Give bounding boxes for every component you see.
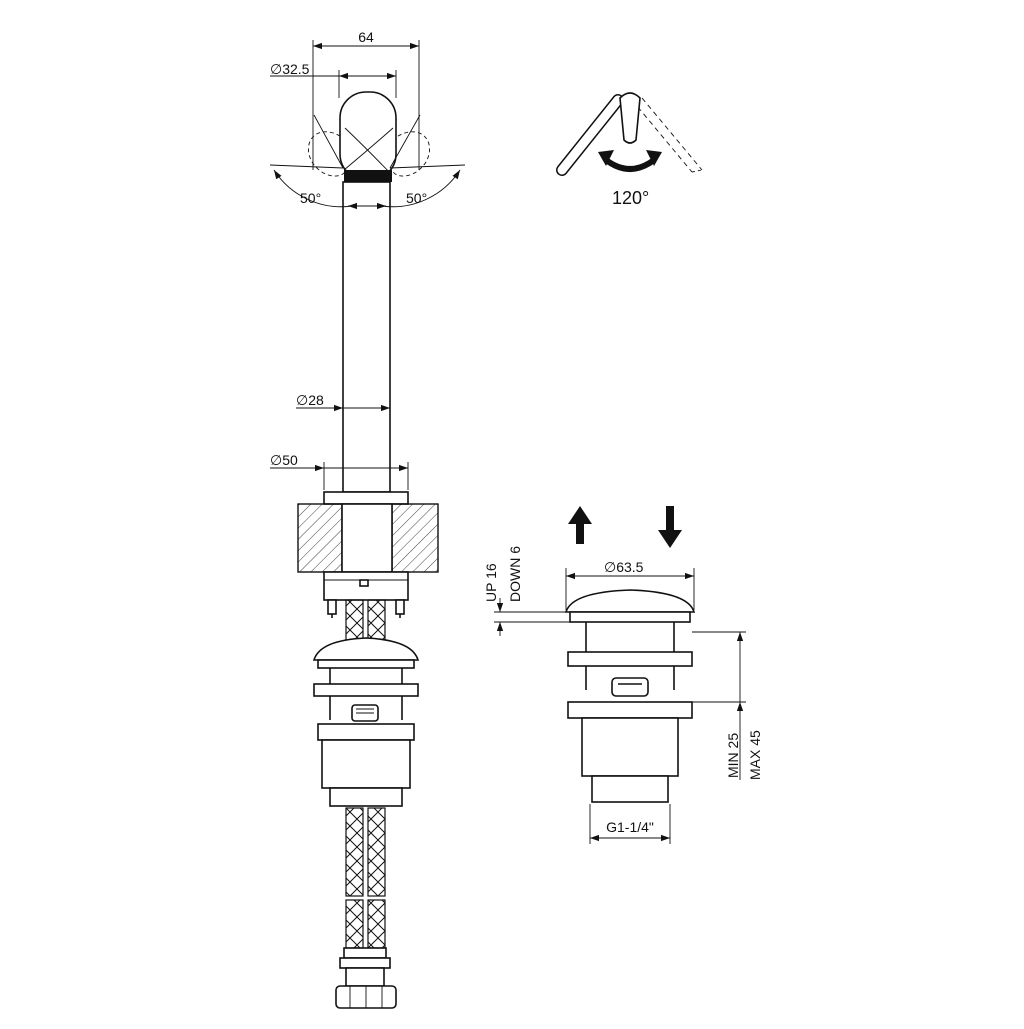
handle-knurl xyxy=(344,170,392,182)
tap-shank xyxy=(341,503,393,573)
up-arrow-icon xyxy=(568,506,592,544)
dim-thread: G1-1/4" xyxy=(606,819,654,835)
tap-body-tube xyxy=(342,181,391,493)
dim-cap-diameter: ∅63.5 xyxy=(604,559,644,575)
dim-angle-left: 50° xyxy=(300,190,321,206)
dim-travel-up: UP 16 xyxy=(483,563,499,602)
handle-cross-line-2 xyxy=(343,127,394,171)
dim-base-diameter: ∅50 xyxy=(270,452,298,468)
dim-spout-diameter: ∅28 xyxy=(296,392,324,408)
waste-thread xyxy=(591,775,669,803)
waste-overflow-slot xyxy=(611,677,649,697)
handle-ghost-right xyxy=(391,131,431,177)
lever-handle-top xyxy=(619,92,641,144)
waste-dimensions: ∅63.5 UP 16 DOWN 6 MIN 25 MAX 45 G1-1/4" xyxy=(483,546,763,844)
dim-angle-right: 50° xyxy=(406,190,427,206)
lever-position-right xyxy=(631,99,693,173)
dim-width-total: 64 xyxy=(358,29,374,45)
dim-travel-down: DOWN 6 xyxy=(507,546,523,602)
tap-waste-cap xyxy=(312,637,420,661)
hose-lower-left xyxy=(345,807,364,897)
countertop-right xyxy=(391,503,439,573)
hose-upper-right xyxy=(367,599,386,641)
dim-max-thickness: MAX 45 xyxy=(747,730,763,780)
hose-lower-right xyxy=(367,807,386,897)
dim-handle-diameter: ∅32.5 xyxy=(270,61,310,77)
tap-dimensions: 64 ∅32.5 50° 50° ∅28 ∅50 xyxy=(269,29,466,490)
lever-rotation-diagram: 120° xyxy=(556,92,703,208)
hose-upper-left xyxy=(345,599,364,641)
waste-body xyxy=(581,717,679,777)
handle-ghost-left xyxy=(307,131,347,177)
tap-base-flange xyxy=(323,491,409,505)
dim-min-thickness: MIN 25 xyxy=(725,733,741,778)
waste-assembly xyxy=(564,506,696,803)
countertop-left xyxy=(297,503,343,573)
rotation-arrow-icon xyxy=(604,157,656,172)
down-arrow-icon xyxy=(658,506,682,548)
rotation-angle-label: 120° xyxy=(612,188,649,208)
waste-cap xyxy=(564,589,696,613)
tap-assembly xyxy=(297,91,439,1009)
